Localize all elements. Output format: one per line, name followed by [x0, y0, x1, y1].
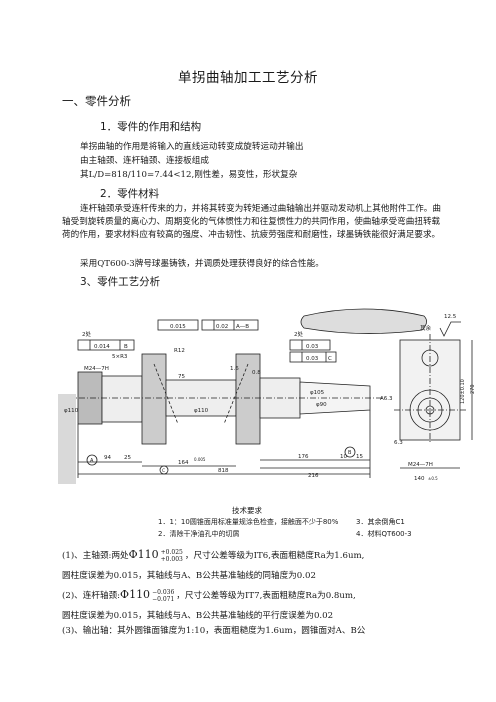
dim-75: 75	[178, 374, 185, 380]
dim-phi110-left: φ110	[64, 408, 79, 414]
tol-right-2: 0.03	[306, 356, 319, 362]
tech-requirements-title: 技术要求	[232, 506, 262, 515]
analysis-item-2-cont: 圆柱度误差为0.015，其轴线与A、B公共基准轴线的平行度误差为0.02	[62, 611, 334, 621]
document-title: 单拐曲轴加工工艺分析	[178, 70, 318, 86]
roughness-1-6: 1.6	[230, 366, 239, 372]
dim-phi110-mid: φ110	[194, 408, 209, 414]
label-two-places-right: 2处	[294, 330, 303, 338]
paragraph-material: 连杆轴颈承受连杆传来的力，并将其转变为转矩通过曲轴输出并驱动发动机上其他附件工作…	[62, 204, 441, 240]
dim-216: 216	[308, 473, 319, 479]
dim-25: 25	[124, 455, 131, 461]
roughness-0-8: 0.8	[252, 370, 261, 376]
analysis-item-3: (3)、输出轴：其外圆锥面锥度为1:10，表面粗糙度为1.6um，圆锥面对A、B…	[62, 626, 366, 636]
tol-left: 0.014	[94, 344, 110, 350]
dim-818: 818	[218, 468, 229, 474]
subheading-process-analysis: 3、零件工艺分析	[80, 276, 161, 288]
label-6-3: 6.3	[394, 440, 403, 446]
tol-top-2-ref: A—B	[236, 324, 249, 330]
dim-94: 94	[104, 455, 111, 461]
subheading-function-structure: 1．零件的作用和结构	[100, 121, 202, 133]
label-r12: R12	[174, 348, 185, 354]
dim-140: 140	[414, 476, 425, 482]
text-line: 其L/D=818/110=7.44<12,刚性差，易变性，形状复杂	[80, 170, 298, 180]
dim-phi105: φ105	[310, 390, 325, 396]
dim-164: 164	[178, 460, 189, 466]
tech-requirement-1: 1．1：10圆锥面用标准量规涂色检查，接触面不少于80%	[158, 518, 339, 526]
section-heading-part-analysis: 一、零件分析	[62, 94, 131, 108]
tech-requirement-4: 4．材料QT600-3	[356, 530, 412, 538]
dim-10: 10	[340, 454, 347, 460]
text-line: 由主轴颈、连杆轴颈、连接板组成	[80, 156, 209, 166]
dim-120: 120±0.10	[460, 379, 466, 404]
roughness-rest-label: 其余	[420, 324, 432, 332]
tol-top-1: 0.015	[170, 324, 186, 330]
analysis-item-1: (1)、主轴颈:两处Φ110+0.025+0.003，尺寸公差等级为IT6,表面…	[62, 548, 365, 563]
tol-right-2-ref: C	[328, 356, 332, 362]
crankshaft-drawing: 12.5 其余 0.015 0.02 A—B 2处 0.014 B 2处 0.0…	[58, 308, 476, 484]
label-5xr3: 5×R3	[112, 354, 128, 360]
dim-140-tol: ±0.5	[428, 476, 438, 481]
datum-a: A	[90, 458, 94, 464]
dim-phi90: φ90	[316, 402, 327, 408]
tol-left-ref: B	[124, 344, 128, 350]
datum-c: C	[162, 468, 165, 474]
analysis-item-2: (2)、连杆轴颈:Φ110−0.036−0.071，尺寸公差等级为IT7,表面粗…	[62, 588, 356, 603]
label-a63: A6.3	[380, 396, 393, 402]
tech-requirement-3: 3．其余倒角C1	[356, 518, 405, 526]
label-m24: M24—7H	[84, 366, 109, 372]
roughness-rest-value: 12.5	[444, 314, 457, 320]
paragraph-material-choice: 采用QT600-3牌号球墨铸铁，并调质处理获得良好的综合性能。	[80, 259, 324, 269]
tol-right-1: 0.03	[306, 344, 319, 350]
dim-176: 176	[298, 454, 309, 460]
text-line: 单拐曲轴的作用是将输入的直线运动转变成旋转运动并输出	[80, 142, 304, 152]
analysis-item-1-cont: 圆柱度误差为0.015，其轴线与A、B公共基准轴线的同轴度为0.02	[62, 571, 316, 581]
dim-m24-b: M24—7H	[408, 462, 433, 468]
dim-164-tol: 0.005	[194, 457, 206, 462]
tech-requirement-2: 2．清除干净油孔中的切屑	[158, 530, 240, 538]
subheading-material: 2．零件材料	[100, 188, 160, 200]
datum-b: B	[348, 450, 352, 456]
dim-270: 270	[470, 384, 476, 394]
dim-15: 15	[356, 454, 363, 460]
tol-top-2: 0.02	[216, 324, 228, 330]
label-two-places-left: 2处	[82, 330, 91, 338]
